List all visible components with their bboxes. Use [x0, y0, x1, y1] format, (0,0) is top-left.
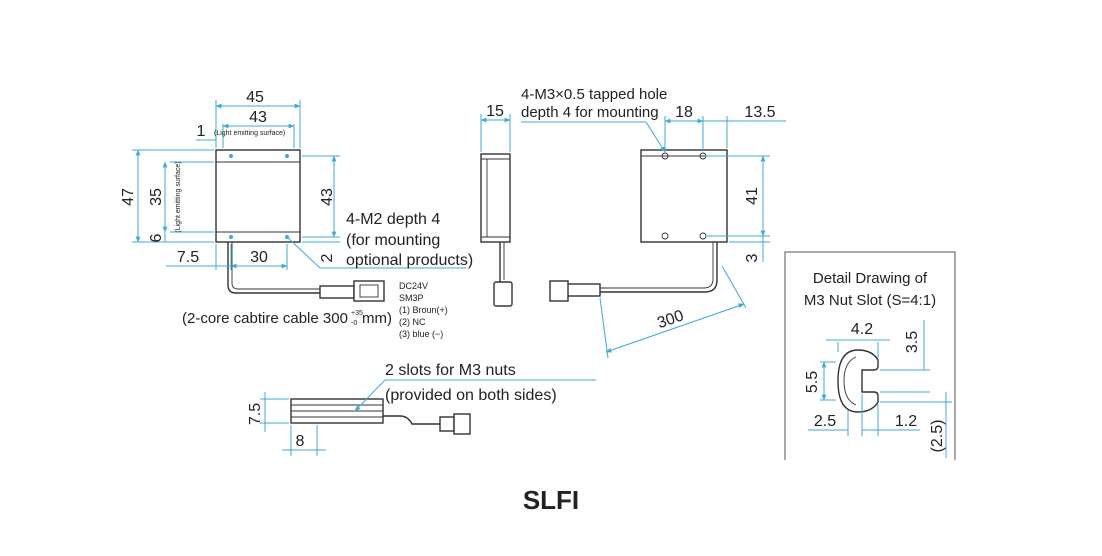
nut-slot-profile	[837, 349, 879, 413]
dim-41: 41	[744, 187, 761, 205]
dim-35: 35	[148, 188, 165, 206]
tapped-hole-note-line2: depth 4 for mounting	[521, 104, 659, 121]
note-m2-line3: optional products)	[346, 252, 473, 269]
rear-view: 4-M3×0.5 tapped hole depth 4 for mountin…	[521, 86, 786, 359]
dim-7-5: 7.5	[177, 249, 199, 266]
bottom-connector	[453, 413, 471, 435]
bottom-view: 2 slots for M3 nuts (provided on both si…	[247, 362, 596, 456]
dim-47: 47	[120, 188, 137, 206]
front-panel-body	[215, 149, 301, 243]
light-surface-label-vertical: (Light emitting surface)	[175, 161, 182, 232]
nut-slot-inner	[843, 356, 857, 406]
dim-2-5: 2.5	[814, 413, 836, 430]
front-cable-inner	[231, 242, 320, 290]
connector-spec-2: SM3P	[399, 293, 424, 303]
connector-spec-5: (3) blue (−)	[399, 329, 443, 339]
dim-2-5-paren: (2.5)	[929, 420, 946, 453]
mount-hole	[229, 154, 233, 158]
rear-cable	[600, 242, 718, 293]
detail-title-line2: M3 Nut Slot (S=4:1)	[804, 292, 936, 309]
front-view: 45 43 (Light emitting surface) 1 47 35 (…	[120, 89, 473, 339]
connector-plug	[353, 280, 385, 302]
dim-18: 18	[675, 104, 693, 121]
dim-300: 300	[655, 307, 686, 332]
dim-3: 3	[744, 253, 761, 262]
dim-2: 2	[319, 253, 336, 262]
bottom-sleeve	[439, 416, 455, 432]
dim-3-5: 3.5	[904, 331, 921, 353]
note-m2-line2: (for mounting	[346, 232, 440, 249]
connector-spec-3: (1) Broun(+)	[399, 305, 448, 315]
light-surface-label: (Light emitting surface)	[214, 130, 285, 137]
tapped-hole	[661, 232, 669, 240]
mount-hole	[285, 154, 289, 158]
side-connector	[493, 281, 513, 307]
detail-title-line1: Detail Drawing of	[813, 270, 928, 287]
side-view: 15	[480, 103, 513, 307]
rear-panel-body	[640, 149, 728, 243]
side-panel-body	[480, 153, 511, 243]
dim-30: 30	[250, 249, 268, 266]
bottom-cable	[383, 415, 440, 425]
dim-8: 8	[296, 433, 305, 450]
note-m2-line1: 4-M2 depth 4	[346, 211, 440, 228]
dim-4-2: 4.2	[851, 321, 873, 338]
detail-frame	[784, 251, 956, 460]
dim-1: 1	[197, 123, 206, 140]
front-cable	[227, 242, 320, 294]
dim-43-right: 43	[319, 188, 336, 206]
cable-sleeve	[319, 285, 355, 299]
cable-tol-plus: +35	[351, 310, 363, 317]
connector-spec-1: DC24V	[399, 281, 428, 291]
connector-spec-4: (2) NC	[399, 317, 426, 327]
dim-1-2: 1.2	[895, 413, 917, 430]
nut-slot-note-line1: 2 slots for M3 nuts	[385, 362, 516, 379]
rear-cable-sleeve	[565, 283, 601, 297]
detail-drawing: Detail Drawing of M3 Nut Slot (S=4:1) 4.…	[784, 251, 956, 460]
cable-label-suffix: mm)	[362, 310, 392, 327]
dim-45: 45	[246, 89, 264, 106]
connector-plug-inner	[359, 284, 379, 298]
dim-43-top: 43	[249, 109, 267, 126]
mount-hole	[229, 235, 233, 239]
dim-6: 6	[148, 233, 165, 242]
dim-5-5: 5.5	[804, 371, 821, 393]
tapped-hole	[661, 152, 669, 160]
cable-tol-minus: -0	[351, 320, 357, 327]
dim-7-5-bottom: 7.5	[247, 403, 264, 425]
rear-cable-inner	[600, 242, 714, 289]
rear-connector	[549, 280, 569, 302]
cable-label: (2-core cabtire cable 300	[182, 310, 348, 327]
dim-13-5: 13.5	[744, 104, 775, 121]
tapped-hole-note-line1: 4-M3×0.5 tapped hole	[521, 86, 667, 103]
dim-15: 15	[486, 103, 504, 120]
model-name: SLFI	[523, 485, 579, 515]
nut-slot-note-line2: (provided on both sides)	[385, 387, 557, 404]
